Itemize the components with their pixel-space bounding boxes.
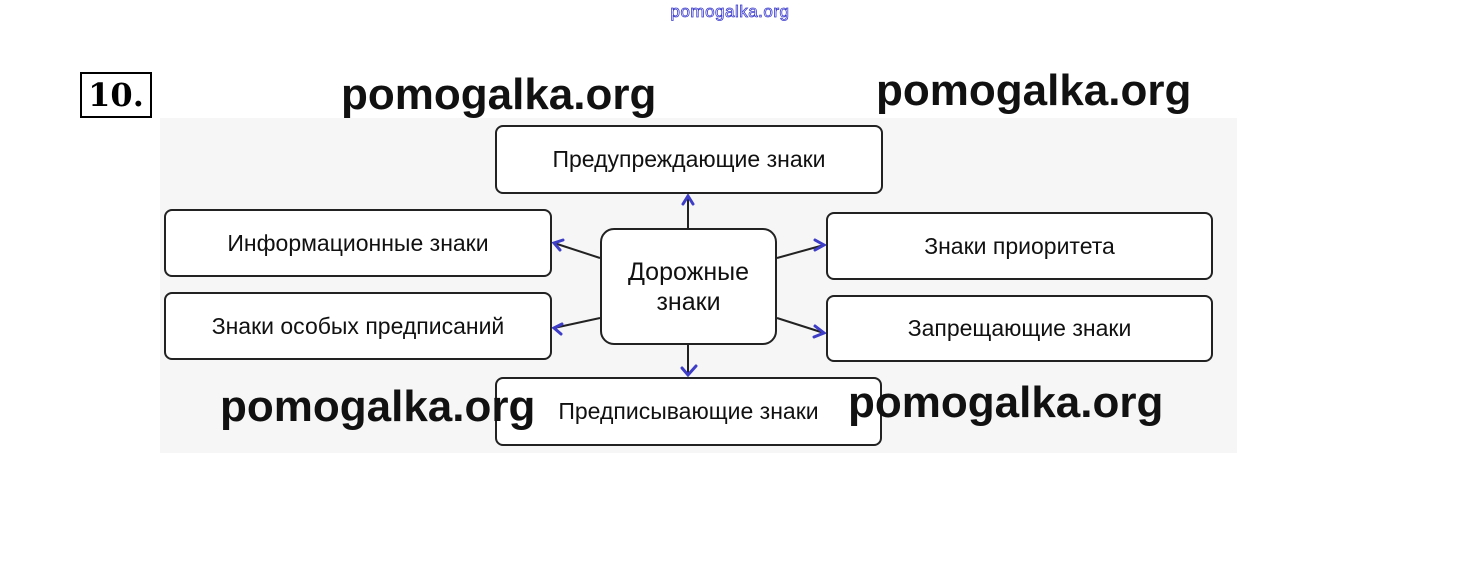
box-road-signs: Дорожные знаки [600, 228, 777, 345]
connector-right-top [776, 244, 825, 259]
arrow-down-icon [680, 364, 698, 378]
arrow-left-bottom-icon [551, 322, 564, 336]
watermark: pomogalka.org [848, 378, 1164, 427]
box-information-signs: Информационные знаки [164, 209, 552, 277]
watermark: pomogalka.org [220, 382, 536, 431]
box-warning-signs: Предупреждающие знаки [495, 125, 883, 194]
arrow-left-top-icon [551, 238, 565, 252]
arrow-up-icon [681, 193, 695, 206]
center-line-2: знаки [656, 287, 721, 316]
connector-left-bottom [553, 317, 601, 329]
box-special-regulation-signs: Знаки особых предписаний [164, 292, 552, 360]
box-priority-signs: Знаки приоритета [826, 212, 1213, 280]
center-line-1: Дорожные [627, 257, 750, 286]
arrow-right-bottom-icon [812, 324, 827, 339]
watermark: pomogalka.org [341, 70, 657, 119]
watermark: pomogalka.org [876, 66, 1192, 115]
task-number: 10. [80, 72, 152, 118]
connector-right-bottom [776, 317, 825, 334]
header-watermark: pomogalka.org [670, 2, 790, 22]
arrow-right-top-icon [813, 238, 828, 252]
box-prohibitory-signs: Запрещающие знаки [826, 295, 1213, 362]
box-mandatory-signs: Предписывающие знаки [495, 377, 882, 446]
connector-left-top [553, 242, 601, 259]
